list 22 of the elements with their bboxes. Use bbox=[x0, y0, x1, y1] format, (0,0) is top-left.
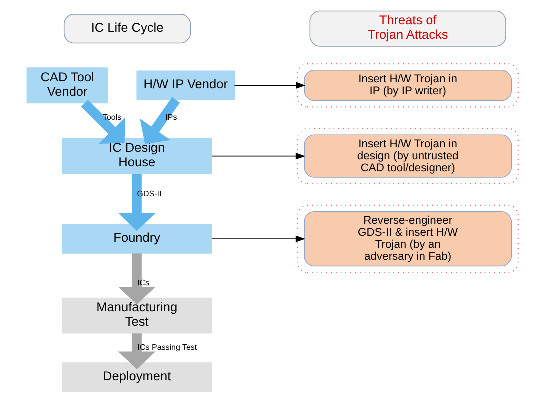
node-box: Deployment bbox=[61, 362, 212, 392]
arrow bbox=[140, 97, 180, 144]
node-box: IC Design House bbox=[61, 138, 212, 174]
node-box: Manufacturing Test bbox=[61, 298, 212, 334]
arrow bbox=[118, 254, 156, 305]
edge-label: ICs bbox=[137, 278, 149, 288]
node-box: Foundry bbox=[61, 224, 212, 254]
arrow bbox=[234, 82, 306, 89]
cluster bbox=[296, 204, 518, 274]
node-box: Threats of Trojan Attacks bbox=[309, 10, 506, 47]
node-box: Insert H/W Trojan in design (by untrusted CAD tool/designer) bbox=[304, 134, 512, 178]
node-box: H/W IP Vendor bbox=[136, 70, 235, 100]
arrow bbox=[80, 100, 125, 144]
arrow bbox=[211, 236, 306, 242]
arrow bbox=[211, 152, 306, 160]
arrow bbox=[118, 334, 156, 370]
edge-label: ICs Passing Test bbox=[137, 343, 197, 352]
cluster bbox=[296, 128, 518, 185]
node-box: CAD Tool Vendor bbox=[26, 68, 108, 104]
node-box: Insert H/W Trojan in IP (by IP writer) bbox=[304, 70, 512, 102]
node-box: IC Life Cycle bbox=[63, 14, 191, 44]
node-box: Reverse-engineer GDS-II & insert H/W Trojan (by an adversary in Fab) bbox=[304, 211, 512, 267]
